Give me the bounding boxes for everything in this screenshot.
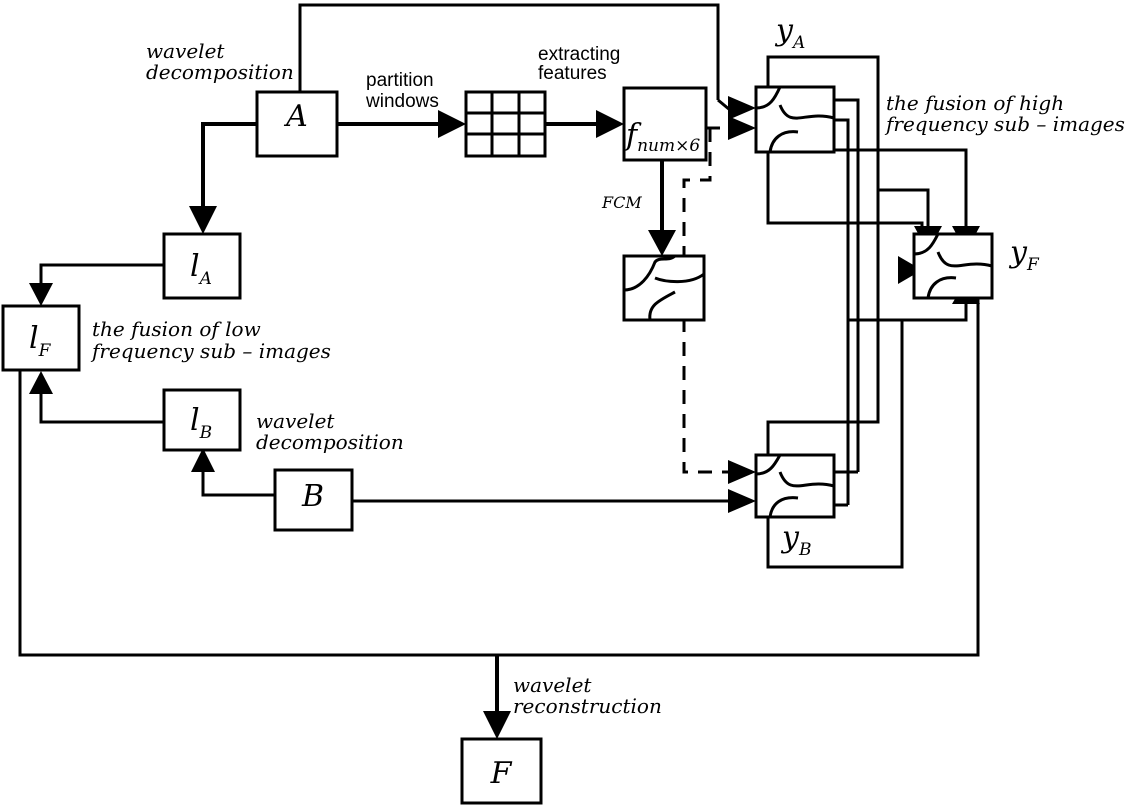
connector-ya-yf-4 bbox=[878, 188, 930, 228]
node-F-label: F bbox=[490, 756, 513, 791]
arrowhead bbox=[29, 371, 53, 394]
node-F-box bbox=[460, 737, 543, 805]
node-lf-box bbox=[1, 304, 81, 372]
partition-grid bbox=[464, 90, 547, 158]
arrowhead bbox=[189, 206, 217, 234]
node-a-box bbox=[255, 90, 339, 158]
ya-segmented-image bbox=[754, 85, 836, 154]
fcm-segmentation-image bbox=[622, 254, 706, 322]
connector-ya-yf-3 bbox=[834, 148, 968, 228]
wavelet-decomposition-b-label: wavelet decomposition bbox=[256, 409, 404, 454]
arrowhead bbox=[898, 256, 922, 284]
arrowhead bbox=[191, 448, 215, 472]
arrowhead bbox=[648, 230, 676, 256]
yf-segmented-image bbox=[912, 232, 994, 300]
connector-ya-yf-1 bbox=[818, 98, 860, 472]
node-la-box bbox=[162, 232, 242, 300]
node-f-box bbox=[622, 86, 708, 162]
node-yf-label: yF bbox=[1008, 235, 1040, 275]
ya-back-layer-1 bbox=[766, 55, 880, 413]
arrowhead bbox=[728, 489, 756, 513]
node-lf-label: lF bbox=[29, 321, 52, 361]
arrowhead bbox=[728, 96, 756, 120]
ya-back-layer-2 bbox=[766, 152, 924, 235]
connector-la-lf bbox=[39, 263, 164, 285]
arrowhead bbox=[596, 110, 624, 138]
arrowhead bbox=[483, 711, 511, 739]
yb-back-layer-2 bbox=[766, 320, 904, 569]
node-la-label: lA bbox=[190, 249, 212, 289]
connector-yb-yf-3 bbox=[848, 302, 968, 322]
connector-a-top bbox=[298, 3, 720, 100]
connector-ya-yf-2 bbox=[818, 118, 850, 505]
yb-segmented-image bbox=[754, 453, 836, 519]
arrowhead bbox=[728, 460, 756, 484]
wavelet-reconstruction-label: wavelet reconstruction bbox=[513, 673, 662, 718]
connector-lb-lf bbox=[39, 392, 164, 424]
fusion-low-label: the fusion of low frequency sub – images bbox=[90, 317, 331, 363]
partition-windows-label: partition windows bbox=[365, 70, 439, 112]
fusion-high-label: the fusion of high frequency sub – image… bbox=[884, 91, 1125, 136]
connector-a-la bbox=[201, 122, 257, 208]
fcm-label: FCM bbox=[601, 193, 642, 212]
extracting-features-label: extracting features bbox=[538, 44, 626, 84]
arrowhead bbox=[438, 110, 466, 138]
node-b-label: B bbox=[301, 479, 324, 514]
node-lb-box bbox=[162, 388, 242, 452]
connector-dashed-yb bbox=[682, 128, 730, 474]
arrowhead bbox=[728, 116, 756, 140]
node-a-label: A bbox=[283, 99, 308, 134]
connector-b-lb bbox=[201, 470, 275, 497]
node-yb-label: yB bbox=[780, 520, 811, 560]
arrowhead bbox=[29, 283, 53, 306]
yb-back-layer-1 bbox=[766, 413, 880, 455]
node-lb-label: lB bbox=[190, 403, 212, 443]
node-b-box bbox=[273, 468, 354, 532]
wavelet-decomposition-a-label: wavelet decomposition bbox=[146, 39, 294, 84]
node-ya-label: yA bbox=[774, 13, 805, 53]
